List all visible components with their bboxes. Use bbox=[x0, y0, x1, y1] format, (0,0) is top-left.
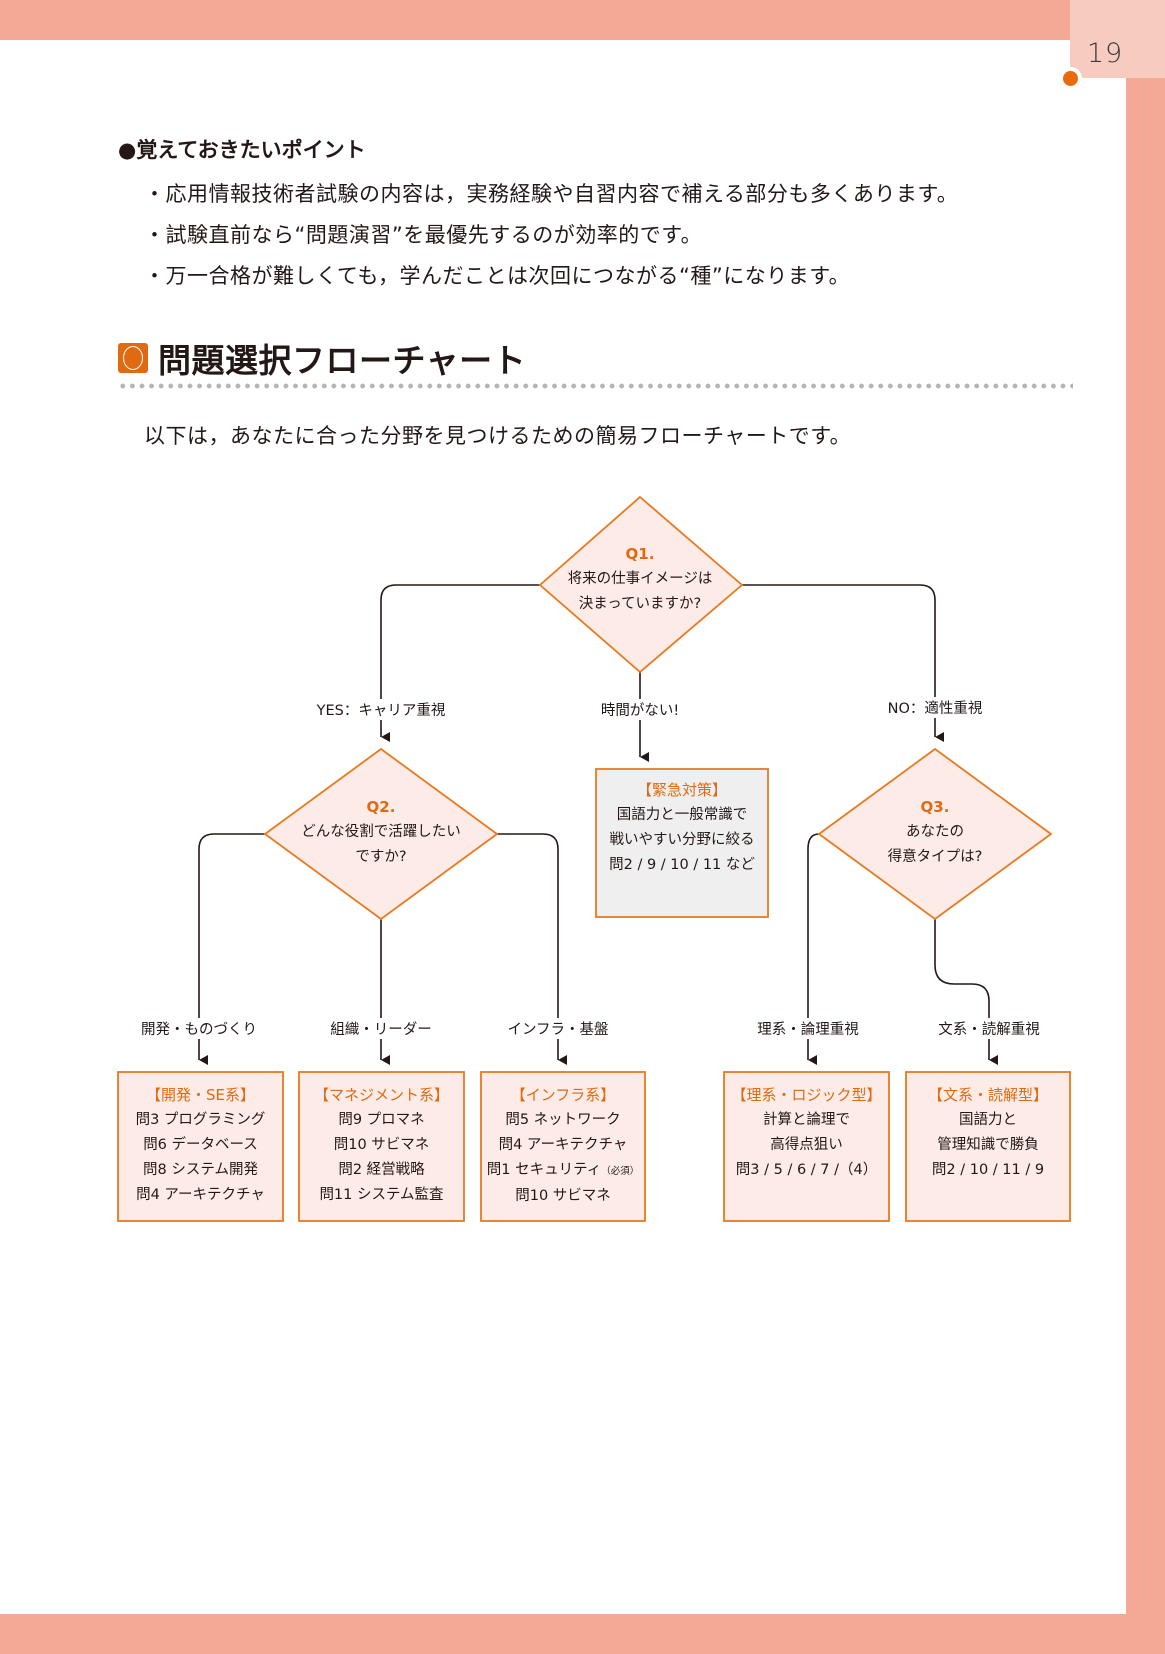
result-tag: 【マネジメント系】 bbox=[313, 1086, 449, 1104]
emergency-box bbox=[595, 768, 769, 918]
q1-label: Q1. bbox=[625, 545, 655, 563]
emergency-tag: 【緊急対策】 bbox=[636, 781, 727, 799]
edge-label-yes: YES：キャリア重視 bbox=[314, 699, 448, 720]
edge-label-no: NO：適性重視 bbox=[885, 697, 985, 718]
edge-label-humanities: 文系・読解重視 bbox=[936, 1018, 1042, 1039]
edge-label-infra: インフラ・基盤 bbox=[505, 1018, 611, 1039]
result-humanities-text: 【文系・読解型】 国語力と 管理知識で勝負 問2 / 10 / 11 / 9 bbox=[906, 1083, 1070, 1183]
page-number: 19 bbox=[1086, 38, 1124, 69]
point-item: ・試験直前なら“問題演習”を最優先するのが効率的です。 bbox=[144, 223, 703, 247]
bottom-band bbox=[0, 1614, 1165, 1654]
result-line: 問2 / 10 / 11 / 9 bbox=[931, 1162, 1045, 1178]
q3-line: 得意タイプは? bbox=[887, 849, 983, 865]
intro-text: 以下は，あなたに合った分野を見つけるための簡易フローチャートです。 bbox=[144, 424, 852, 448]
result-dev-text: 【開発・SE系】 問3 プログラミング 問6 データベース 問8 システム開発 … bbox=[118, 1083, 283, 1208]
page-dot-icon bbox=[1063, 71, 1078, 86]
dotted-divider bbox=[118, 383, 1073, 389]
result-infra-text: 【インフラ系】 問5 ネットワーク 問4 アーキテクチャ 問1 セキュリティ（必… bbox=[481, 1083, 645, 1209]
right-band bbox=[1126, 78, 1165, 1654]
result-line: 問4 アーキテクチャ bbox=[136, 1187, 265, 1203]
q2-diamond bbox=[263, 747, 499, 921]
q2-line: ですか? bbox=[355, 849, 407, 865]
result-tag: 【文系・読解型】 bbox=[927, 1086, 1048, 1104]
top-band bbox=[0, 0, 1070, 40]
q3-diamond bbox=[817, 747, 1053, 921]
edge-q2-dev bbox=[198, 833, 265, 1065]
result-line: 問11 システム監査 bbox=[319, 1187, 444, 1203]
point-item: ・応用情報技術者試験の内容は，実務経験や自習内容で補える部分も多くあります。 bbox=[144, 182, 959, 206]
result-box-humanities bbox=[905, 1071, 1071, 1222]
edge-label-dev: 開発・ものづくり bbox=[139, 1018, 259, 1039]
q1-line: 将来の仕事イメージは bbox=[567, 571, 713, 587]
edge-q1-yes bbox=[380, 584, 540, 742]
result-tag: 【インフラ系】 bbox=[510, 1086, 616, 1104]
edge-q3-science bbox=[807, 833, 820, 1065]
result-mgmt-text: 【マネジメント系】 問9 プロマネ 問10 サビマネ 問2 経営戦略 問11 シ… bbox=[299, 1083, 464, 1208]
edge-label-org: 組織・リーダー bbox=[328, 1018, 434, 1039]
result-box-infra bbox=[480, 1071, 646, 1222]
section-title: 問題選択フローチャート bbox=[158, 341, 527, 380]
result-line: 問8 システム開発 bbox=[143, 1162, 258, 1178]
edge-q2-infra bbox=[497, 833, 567, 1065]
result-tag: 【開発・SE系】 bbox=[146, 1086, 255, 1104]
result-line: 問5 ネットワーク bbox=[505, 1112, 621, 1128]
result-line: 計算と論理で bbox=[763, 1112, 850, 1128]
result-line-text: 問1 セキュリティ bbox=[486, 1162, 602, 1178]
points-heading: ●覚えておきたいポイント bbox=[118, 138, 366, 162]
result-line: 問4 アーキテクチャ bbox=[498, 1137, 628, 1153]
result-line: 問3 プログラミング bbox=[135, 1112, 266, 1128]
q2-line: どんな役割で活躍したい bbox=[301, 824, 461, 840]
point-item: ・万一合格が難しくても，学んだことは次回につながる“種”になります。 bbox=[144, 264, 851, 288]
result-line: 問10 サビマネ bbox=[515, 1188, 611, 1204]
result-box-science bbox=[723, 1071, 890, 1222]
q2-text: Q2. どんな役割で活躍したい ですか? bbox=[265, 795, 497, 870]
result-tag: 【理系・ロジック型】 bbox=[731, 1086, 882, 1104]
result-box-mgmt bbox=[298, 1071, 465, 1222]
required-note: （必須） bbox=[601, 1166, 640, 1177]
result-line: 問10 サビマネ bbox=[333, 1137, 430, 1153]
edge-label-science: 理系・論理重視 bbox=[755, 1018, 861, 1039]
emergency-line: 問2 / 9 / 10 / 11 など bbox=[609, 857, 755, 873]
result-line: 問2 経営戦略 bbox=[338, 1162, 425, 1178]
emergency-text: 【緊急対策】 国語力と一般常識で 戦いやすい分野に絞る 問2 / 9 / 10 … bbox=[596, 778, 768, 878]
q3-line: あなたの bbox=[906, 824, 964, 840]
result-line: 問3 / 5 / 6 / 7 /（4） bbox=[735, 1162, 878, 1178]
circle-in-square-icon bbox=[118, 343, 148, 373]
edge-q1-no bbox=[742, 584, 944, 742]
section-heading: 問題選択フローチャート bbox=[118, 336, 526, 380]
result-line: 問9 プロマネ bbox=[338, 1112, 425, 1128]
emergency-line: 戦いやすい分野に絞る bbox=[609, 832, 755, 848]
result-science-text: 【理系・ロジック型】 計算と論理で 高得点狙い 問3 / 5 / 6 / 7 /… bbox=[724, 1083, 889, 1183]
result-line: 高得点狙い bbox=[770, 1137, 843, 1153]
q1-line: 決まっていますか? bbox=[578, 596, 702, 612]
emergency-line: 国語力と一般常識で bbox=[616, 807, 748, 823]
page-number-tab bbox=[1070, 0, 1165, 78]
result-line: 問6 データベース bbox=[143, 1137, 258, 1153]
q1-text: Q1. 将来の仕事イメージは 決まっていますか? bbox=[540, 542, 740, 617]
result-line: 問1 セキュリティ（必須） bbox=[481, 1158, 645, 1184]
q1-diamond bbox=[538, 495, 744, 674]
q2-label: Q2. bbox=[366, 798, 396, 816]
q3-text: Q3. あなたの 得意タイプは? bbox=[819, 795, 1051, 870]
result-line: 国語力と bbox=[959, 1112, 1017, 1128]
edge-label-no-time: 時間がない! bbox=[598, 699, 682, 720]
result-line: 管理知識で勝負 bbox=[937, 1137, 1039, 1153]
result-box-dev bbox=[117, 1071, 284, 1222]
q3-label: Q3. bbox=[920, 798, 950, 816]
edge-q3-humanities bbox=[934, 919, 998, 1065]
